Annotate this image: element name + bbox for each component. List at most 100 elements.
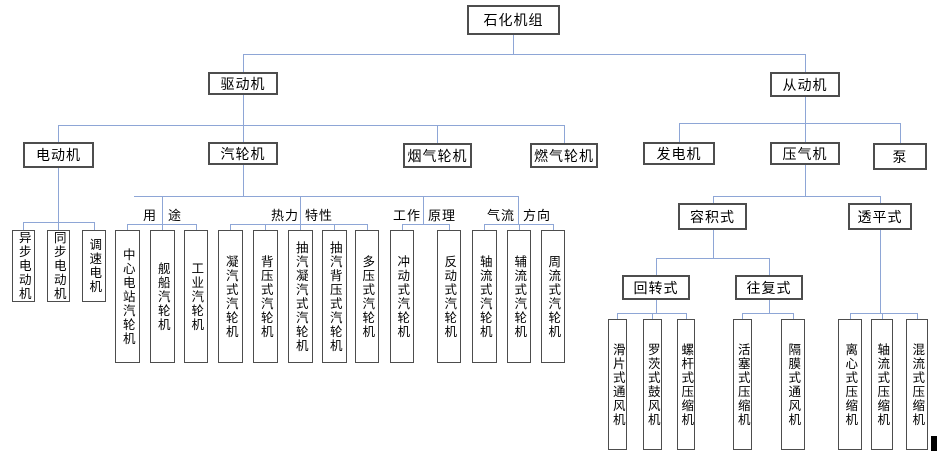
connector-line <box>243 165 245 196</box>
connector-line <box>805 97 807 123</box>
connector-line <box>652 313 654 319</box>
node-industrial-turbine[interactable]: 工业汽轮机 <box>184 230 208 363</box>
connector-line <box>423 196 425 224</box>
node-screw-compressor[interactable]: 螺杆式压缩机 <box>677 319 695 450</box>
connector-line <box>243 125 245 142</box>
connector-line <box>402 224 404 230</box>
connector-line <box>564 125 566 143</box>
connector-line <box>686 313 688 319</box>
connector-line <box>58 222 60 230</box>
branch-label-airflow-right: 方向 <box>523 209 552 224</box>
connector-line <box>484 224 486 230</box>
node-reciprocating[interactable]: 往复式 <box>735 275 803 300</box>
connector-line <box>196 224 198 230</box>
node-centrifugal-compressor[interactable]: 离心式压缩机 <box>838 319 862 450</box>
node-roots-blower[interactable]: 罗茨式鼓风机 <box>643 319 662 450</box>
node-sliding-vane-fan[interactable]: 滑片式通风机 <box>608 319 627 450</box>
node-turbo[interactable]: 透平式 <box>848 203 912 230</box>
connector-line <box>679 123 900 125</box>
branch-label-thermal-right: 特性 <box>305 209 334 224</box>
connector-line <box>713 196 880 198</box>
connector-line <box>617 313 686 315</box>
node-rotary[interactable]: 回转式 <box>622 275 690 300</box>
connector-line <box>134 196 518 198</box>
connector-line <box>243 54 806 56</box>
node-volumetric[interactable]: 容积式 <box>678 203 747 230</box>
node-async-motor[interactable]: 异步电动机 <box>12 230 35 302</box>
branch-label-thermal-left: 热力 <box>271 209 300 224</box>
connector-line <box>850 313 852 319</box>
node-marine-turbine[interactable]: 舰船汽轮机 <box>150 230 175 363</box>
connector-line <box>850 313 917 315</box>
connector-line <box>880 196 882 203</box>
connector-line <box>334 224 336 230</box>
connector-line <box>917 313 919 319</box>
node-back-pressure-turbine[interactable]: 背压式汽轮机 <box>253 230 278 363</box>
node-pump[interactable]: 泵 <box>873 143 927 170</box>
connector-line <box>58 125 60 142</box>
connector-line <box>656 258 769 260</box>
connector-line <box>742 313 793 315</box>
node-gas-turbine[interactable]: 燃气轮机 <box>530 143 598 168</box>
connector-line <box>617 313 619 319</box>
connector-line <box>243 54 245 72</box>
node-flue-gas-turbine[interactable]: 烟气轮机 <box>403 143 472 168</box>
node-impulse-turbine[interactable]: 冲动式汽轮机 <box>390 230 414 363</box>
node-radial-flow-turbine[interactable]: 辅流式汽轮机 <box>507 230 531 363</box>
node-reaction-turbine[interactable]: 反动式汽轮机 <box>437 230 461 363</box>
branch-label-usage-left: 用 <box>143 209 158 224</box>
connector-line <box>880 230 882 313</box>
node-driver[interactable]: 驱动机 <box>208 72 278 95</box>
node-sync-motor[interactable]: 同步电动机 <box>47 230 70 302</box>
node-multi-pressure-turbine[interactable]: 多压式汽轮机 <box>355 230 379 363</box>
connector-line <box>127 224 129 230</box>
connector-line <box>882 313 884 319</box>
node-speed-motor[interactable]: 调速电机 <box>82 230 106 302</box>
connector-line <box>713 196 715 203</box>
node-peripheral-flow-turbine[interactable]: 周流式汽轮机 <box>541 230 565 363</box>
connector-line <box>484 224 553 226</box>
node-motor[interactable]: 电动机 <box>23 142 94 168</box>
node-central-station-turbine[interactable]: 中心电站汽轮机 <box>115 230 140 363</box>
connector-line <box>402 224 449 226</box>
connector-line <box>94 222 96 230</box>
node-steam-turbine[interactable]: 汽轮机 <box>208 142 278 165</box>
node-mixed-flow-compressor[interactable]: 混流式压缩机 <box>906 319 928 450</box>
node-piston-compressor[interactable]: 活塞式压缩机 <box>733 319 752 450</box>
connector-line <box>553 224 555 230</box>
node-compressor[interactable]: 压气机 <box>770 142 840 165</box>
text-cursor <box>931 436 937 451</box>
connector-line <box>300 196 302 224</box>
connector-line <box>162 224 164 230</box>
connector-line <box>265 224 267 230</box>
node-extraction-condensing-turbine[interactable]: 抽汽凝汽式汽轮机 <box>288 230 313 363</box>
connector-line <box>243 95 245 125</box>
node-extraction-back-pressure-turbine[interactable]: 抽汽背压式汽轮机 <box>322 230 347 363</box>
connector-line <box>656 258 658 275</box>
connector-line <box>58 168 60 222</box>
connector-line <box>449 224 451 230</box>
connector-line <box>300 224 302 230</box>
connector-line <box>900 123 902 143</box>
node-driven[interactable]: 从动机 <box>770 72 840 97</box>
node-root[interactable]: 石化机组 <box>467 5 560 35</box>
node-generator[interactable]: 发电机 <box>643 142 715 165</box>
node-axial-flow-turbine[interactable]: 轴流式汽轮机 <box>472 230 497 363</box>
connector-line <box>58 125 564 127</box>
node-condensing-turbine[interactable]: 凝汽式汽轮机 <box>218 230 243 363</box>
connector-line <box>742 313 744 319</box>
node-axial-flow-compressor[interactable]: 轴流式压缩机 <box>871 319 893 450</box>
branch-label-principle-left: 工作 <box>393 209 422 224</box>
node-diaphragm-fan[interactable]: 隔膜式通风机 <box>781 319 805 450</box>
connector-line <box>769 300 771 313</box>
connector-line <box>793 313 795 319</box>
connector-line <box>23 222 25 230</box>
connector-line <box>519 224 521 230</box>
branch-label-principle-right: 原理 <box>428 209 457 224</box>
connector-line <box>679 123 681 142</box>
connector-line <box>127 224 196 226</box>
connector-line <box>656 300 658 313</box>
connector-line <box>805 54 807 72</box>
branch-label-airflow-left: 气流 <box>487 209 516 224</box>
connector-line <box>518 196 520 224</box>
